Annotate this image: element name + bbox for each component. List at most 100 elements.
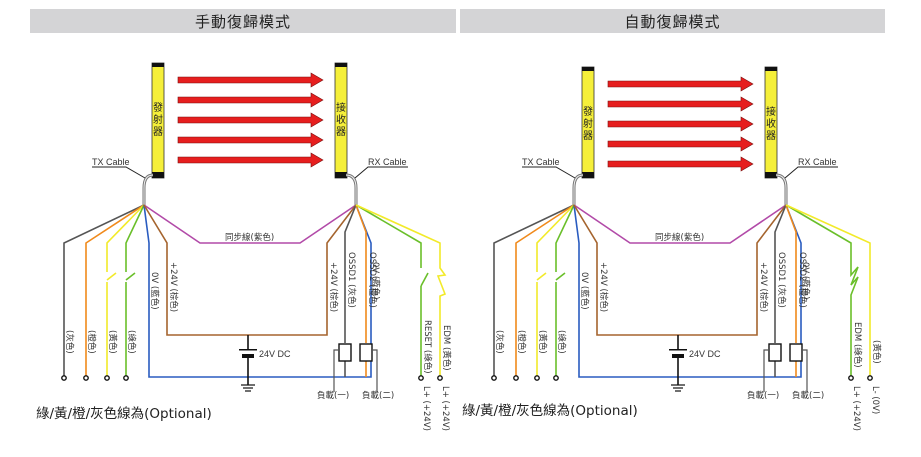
plus24v-wire: [573, 204, 787, 336]
rx-cable-leader: [354, 166, 408, 179]
load1-relay: [338, 343, 352, 362]
emitter-label-char: 發: [153, 101, 163, 114]
load1-lead: [333, 349, 339, 392]
receiver-cap-bottom: [765, 172, 777, 178]
sync-wire: [143, 204, 357, 244]
rx-0v-label: 0V (藍色): [800, 262, 811, 300]
tx-terminal: [534, 375, 540, 381]
emitter-label-char: 發: [583, 105, 593, 118]
power-supply-label: 24V DC: [259, 349, 291, 359]
tx-terminal: [553, 375, 559, 381]
emitter-label-char: 器: [153, 126, 163, 138]
tx-wire: [85, 204, 145, 378]
load2-relay: [359, 343, 373, 362]
rx-ossd1-label: OSSD1 (灰色): [776, 252, 787, 308]
tx-switch-contact: [536, 272, 547, 281]
load2-lead: [372, 349, 378, 392]
receiver-label-char: 接: [766, 105, 776, 118]
emitter-label: 發射器: [583, 105, 593, 142]
tx-terminal: [61, 375, 67, 381]
load2-label: 負載(二): [792, 390, 824, 401]
emitter-label-char: 器: [583, 130, 593, 142]
terminal-2-label: L- (0V): [870, 386, 880, 414]
terminal-2: [867, 375, 873, 381]
light-beam-arrow: [607, 96, 754, 112]
tx-terminal: [104, 375, 110, 381]
power-supply-label: 24V DC: [689, 349, 721, 359]
receiver-label-char: 收: [336, 113, 346, 126]
rx-ossd2-label: OSSD2 (橙色): [367, 252, 378, 308]
emitter-label-char: 射: [153, 114, 163, 126]
light-beam-arrow: [177, 72, 324, 88]
tx-cable-label: TX Cable: [92, 157, 130, 167]
load1-lead: [763, 349, 769, 392]
tx-wire: [493, 204, 575, 378]
emitter-label: 發射器: [153, 101, 163, 138]
tx-wire-upper: [555, 204, 575, 272]
load2-lead: [802, 349, 808, 392]
rx-cable-core: [775, 174, 787, 205]
load1-label: 負載(一): [747, 390, 779, 401]
sync-wire: [573, 204, 787, 244]
receiver-label-char: 接: [336, 101, 346, 114]
receiver-label: 接收器: [336, 101, 346, 138]
tx-switch-contact: [555, 272, 566, 281]
tx-wire-label: (黃色): [537, 330, 548, 354]
rx-edm-label: EDM (綠色): [852, 322, 863, 368]
rx-yellow-label: (黃色): [871, 340, 882, 364]
battery-plate-short: [242, 354, 254, 358]
battery-plate-long: [669, 349, 687, 351]
rx-cable-label: RX Cable: [798, 157, 837, 167]
emitter-cap-top: [152, 63, 164, 67]
ossd2-wire: [355, 204, 367, 343]
ossd1-wire: [774, 204, 787, 343]
terminal-2: [437, 375, 443, 381]
tx-wire-upper: [536, 204, 575, 272]
rx-0v-label: 0V (藍色): [370, 262, 381, 300]
optional-note-left: 綠/黃/橙/灰色線為(Optional): [36, 406, 212, 422]
title-manual-reset: 手動復歸模式: [30, 9, 456, 33]
tx-24v-label: +24V (棕色): [598, 262, 609, 312]
receiver-label: 接收器: [766, 105, 776, 142]
load2-relay: [789, 343, 803, 362]
tx-wire-label: (綠色): [126, 330, 137, 354]
light-beam-arrow: [607, 76, 754, 92]
tx-wire-upper: [106, 204, 145, 272]
terminal-1-label: L+ (+24V): [851, 386, 861, 431]
edm-wire: [785, 204, 859, 378]
tx-wire-label: (橙色): [86, 330, 97, 354]
light-beam-arrow: [177, 112, 324, 128]
receiver-label-char: 收: [766, 117, 776, 130]
tx-cable-label: TX Cable: [522, 157, 560, 167]
receiver-cap-top: [765, 67, 777, 71]
tx-switch-contact: [106, 272, 117, 281]
terminal-1-label: L+ (+24V): [421, 386, 431, 431]
rx-cable-label: RX Cable: [368, 157, 407, 167]
emitter-label-char: 射: [583, 118, 593, 130]
zero-volt-wire: [573, 204, 802, 378]
light-beam-arrow: [177, 92, 324, 108]
emitter-cap-bottom: [582, 172, 594, 178]
sync-wire-label: 同步線(紫色): [225, 232, 274, 243]
load1-label: 負載(一): [317, 390, 349, 401]
tx-wire-label: (綠色): [556, 330, 567, 354]
light-beam-arrow: [607, 136, 754, 152]
tx-24v-label: +24V (棕色): [168, 262, 179, 312]
load2-label: 負載(二): [362, 390, 394, 401]
rx-reset-label: RESET (綠色): [422, 320, 433, 374]
tx-cable-leader: [92, 166, 146, 179]
tx-cable-core: [143, 174, 154, 205]
rx-24v-label: +24V (棕色): [328, 262, 339, 312]
battery-plate-long: [239, 349, 257, 351]
tx-0v-label: 0V (藍色): [579, 272, 590, 310]
receiver-label-char: 器: [766, 130, 776, 142]
rx-ossd2-label: OSSD2 (橙色): [797, 252, 808, 308]
edm-wire: [355, 204, 447, 378]
reset-wire-upper: [355, 204, 422, 268]
yellow-wire: [785, 204, 871, 378]
plus24v-wire: [143, 204, 357, 336]
ossd1-wire: [344, 204, 357, 343]
receiver-cap-bottom: [335, 172, 347, 178]
tx-cable-core: [573, 174, 584, 205]
light-beam-arrow: [607, 156, 754, 172]
